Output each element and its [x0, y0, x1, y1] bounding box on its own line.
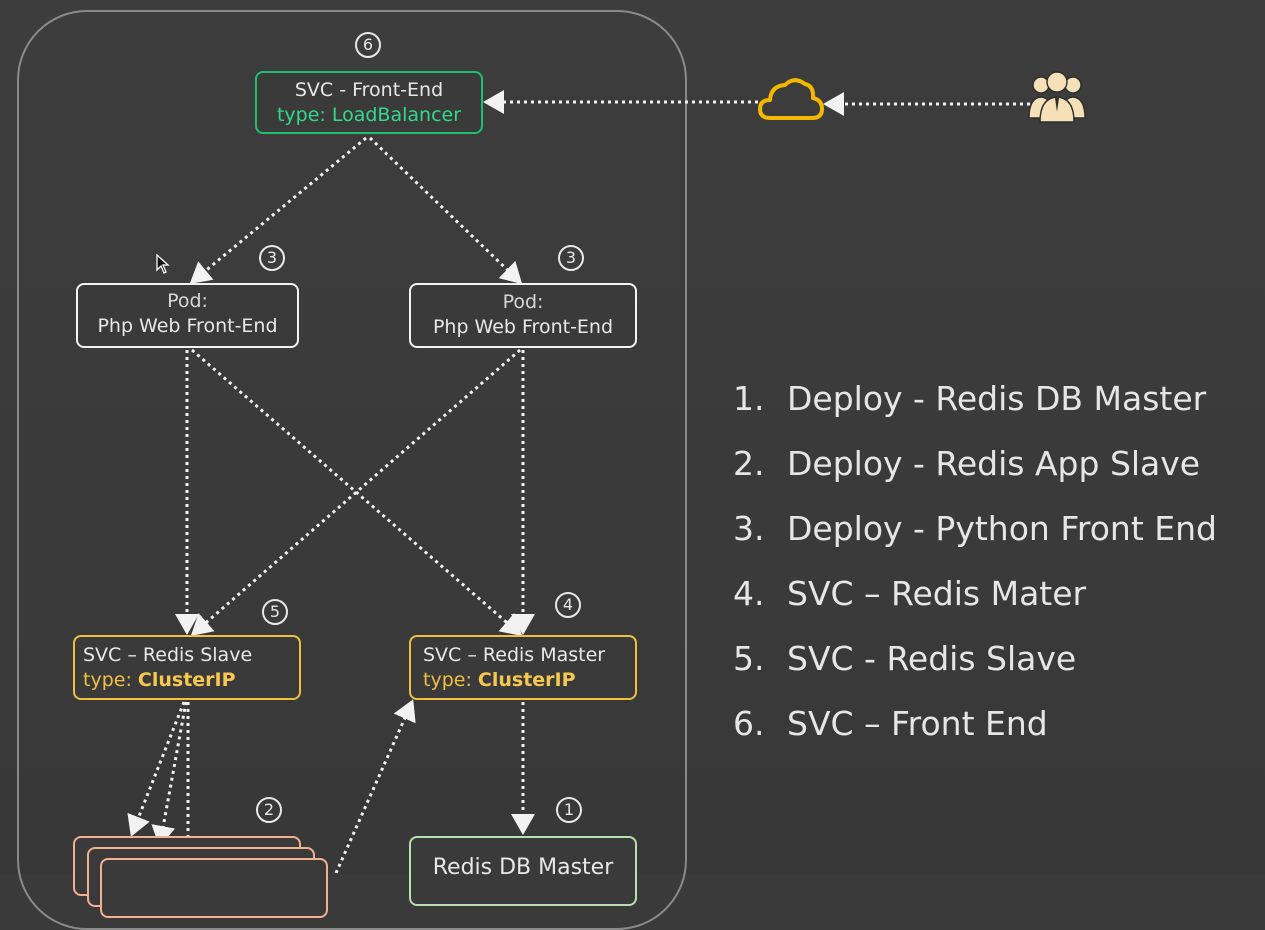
step-item-text: SVC – Redis Mater [787, 574, 1087, 613]
deployment-steps-list: 1. Deploy - Redis DB Master 2. Deploy - Re… [733, 370, 1217, 760]
svc-redis-master-type: type: ClusterIP [423, 668, 635, 693]
step-number-3-right: 3 [558, 245, 584, 271]
redis-db-master-node[interactable]: Redis DB Master [409, 836, 637, 906]
redis-db-master-title: Redis DB Master [432, 855, 614, 880]
step-number-3-left: 3 [259, 245, 285, 271]
step-item-number: 4. [733, 574, 765, 613]
arrow-podleft-to-master-svc [191, 348, 523, 636]
step-item-number: 3. [733, 509, 765, 548]
svc-redis-master-type-key: type: [423, 669, 472, 691]
svc-redis-slave-type-value: ClusterIP [137, 669, 236, 691]
step-item: 5. SVC - Redis Slave [733, 630, 1217, 695]
svc-redis-slave-type-key: type: [83, 669, 132, 691]
svc-frontend-title: SVC - Front-End [294, 79, 444, 101]
arrow-frontend-to-pod-left [189, 136, 367, 284]
svc-frontend-node[interactable]: SVC - Front-End type: LoadBalancer [255, 71, 483, 134]
step-item-number: 2. [733, 444, 765, 483]
step-number-1: 1 [556, 797, 582, 823]
svc-redis-slave-title: SVC – Redis Slave [83, 644, 253, 666]
step-number-6: 6 [355, 32, 381, 58]
step-item: 2. Deploy - Redis App Slave [733, 435, 1217, 500]
pod-right-node[interactable]: Pod: Php Web Front-End [409, 283, 637, 348]
pod-left-title: Php Web Front-End [97, 315, 278, 337]
step-item: 3. Deploy - Python Front End [733, 500, 1217, 565]
step-item: 4. SVC – Redis Mater [733, 565, 1217, 630]
step-item-text: Deploy - Redis App Slave [787, 444, 1201, 483]
pod-right-title: Php Web Front-End [432, 316, 614, 338]
mouse-cursor-icon [156, 254, 170, 274]
pod-right-label: Pod: [502, 291, 544, 313]
step-number-5: 5 [262, 599, 288, 625]
pod-left-label: Pod: [167, 290, 208, 312]
arrow-slave-svc-to-pod-b [151, 701, 188, 847]
arrow-slave-svc-to-pod-a [127, 701, 186, 837]
step-item-number: 6. [733, 704, 765, 743]
step-item-text: Deploy - Python Front End [787, 509, 1217, 548]
arrow-slaves-to-master-svc [334, 699, 416, 873]
users-group-icon [1028, 71, 1086, 123]
step-item: 6. SVC – Front End [733, 695, 1217, 760]
svc-redis-master-type-value: ClusterIP [477, 669, 576, 691]
arrow-podright-to-slave-svc [190, 348, 521, 636]
connection-arrows [127, 90, 1030, 873]
svc-frontend-type: type: LoadBalancer [276, 104, 462, 126]
step-number-4: 4 [555, 592, 581, 618]
step-item: 1. Deploy - Redis DB Master [733, 370, 1217, 435]
arrow-frontend-to-pod-right [368, 136, 523, 285]
step-item-number: 5. [733, 639, 765, 678]
pod-left-node[interactable]: Pod: Php Web Front-End [76, 283, 299, 348]
svc-redis-slave-type: type: ClusterIP [83, 668, 299, 693]
step-number-2: 2 [256, 797, 282, 823]
step-item-text: SVC – Front End [787, 704, 1048, 743]
svc-redis-slave-node[interactable]: SVC – Redis Slave type: ClusterIP [73, 635, 301, 700]
svc-redis-master-node[interactable]: SVC – Redis Master type: ClusterIP [409, 635, 637, 700]
step-item-text: SVC - Redis Slave [787, 639, 1077, 678]
redis-slave-pod-front[interactable] [100, 858, 328, 918]
cloud-icon [758, 78, 824, 120]
step-item-number: 1. [733, 379, 765, 418]
step-item-text: Deploy - Redis DB Master [787, 379, 1207, 418]
svc-redis-master-title: SVC – Redis Master [423, 644, 606, 666]
background [0, 0, 1265, 873]
